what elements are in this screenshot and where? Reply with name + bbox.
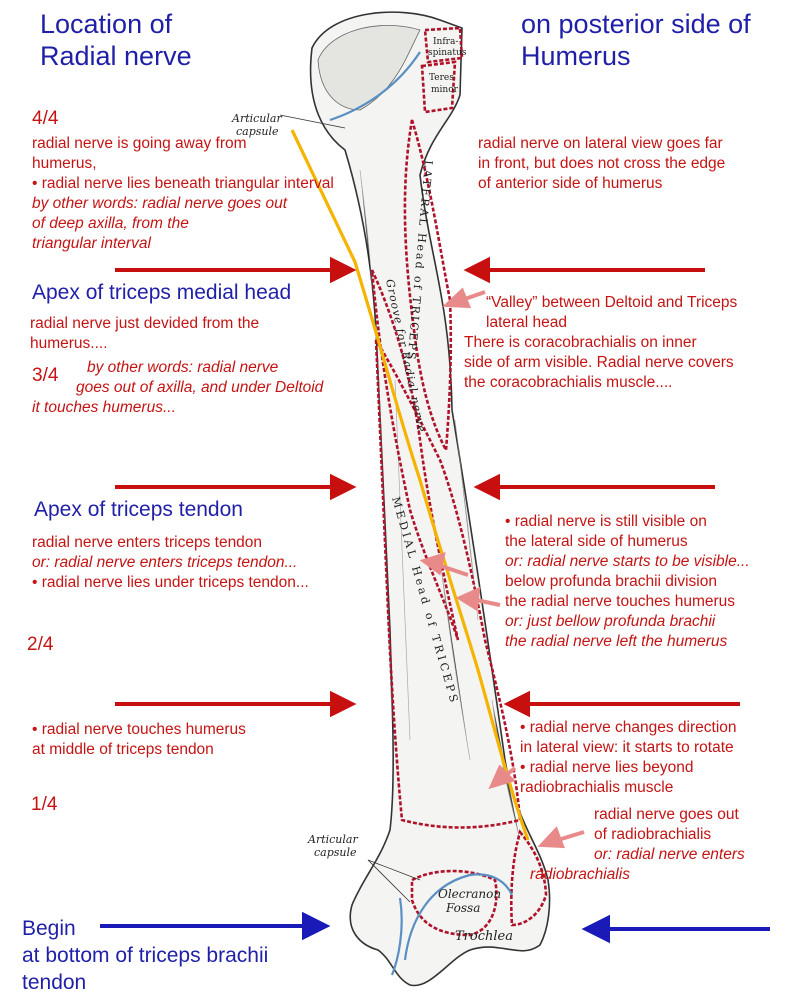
quarter-4: 4/4 (32, 108, 58, 130)
svg-text:capsule: capsule (314, 846, 357, 859)
title-right-line-1: on posterior side of (521, 8, 751, 40)
note-right-top: radial nerve on lateral view goes far in… (478, 134, 725, 194)
title-right: on posterior side of Humerus (521, 8, 751, 72)
olecranon-fossa-label: Olecranon (438, 887, 501, 901)
arrow-right-level-2 (478, 477, 715, 497)
note-left-low: • radial nerve touches humerus at middle… (32, 720, 246, 760)
svg-text:Fossa: Fossa (445, 901, 480, 915)
articular-capsule-top-label: Articular (231, 112, 282, 125)
blue-arrow-right (586, 918, 770, 940)
arrow-left-level-1 (115, 694, 352, 714)
teres-minor-label: Teres (429, 73, 454, 83)
note-left-mid-a: radial nerve just devided from the humer… (30, 314, 259, 354)
title-left-line-1: Location of (40, 8, 192, 40)
heading-begin: Begin at bottom of triceps brachii tendo… (22, 915, 268, 996)
note-left-top: radial nerve is going away from humerus,… (32, 134, 334, 254)
note-left-mid-b: by other words: radial nerve goes out of… (32, 358, 323, 418)
heading-medial-apex: Apex of triceps medial head (32, 281, 291, 305)
arrow-right-level-1 (508, 694, 740, 714)
note-left-tendon: radial nerve enters triceps tendon or: r… (32, 533, 309, 593)
note-right-low: • radial nerve changes direction in late… (520, 718, 737, 798)
note-right-mid: “Valley” between Deltoid and Triceps lat… (464, 293, 737, 393)
articular-capsule-bottom-label: Articular (307, 833, 358, 846)
note-right-tendon: • radial nerve is still visible on the l… (505, 512, 750, 652)
trochlea-label: Trochlea (455, 929, 513, 944)
title-left: Location of Radial nerve (40, 8, 192, 72)
title-left-line-2: Radial nerve (40, 40, 192, 72)
note-right-bottom: radial nerve goes out of radiobrachialis… (594, 805, 745, 885)
arrow-left-level-3 (115, 260, 352, 280)
heading-tendon-apex: Apex of triceps tendon (34, 498, 243, 522)
svg-text:minor: minor (431, 85, 459, 95)
svg-text:spinatus: spinatus (428, 48, 467, 58)
infraspinatus-label: Infra- (433, 37, 458, 47)
quarter-2: 2/4 (27, 634, 53, 656)
pink-arrow-goes-out (542, 830, 584, 846)
quarter-1: 1/4 (31, 794, 57, 816)
arrow-left-level-2 (115, 477, 352, 497)
arrow-right-level-3 (468, 260, 705, 280)
title-right-line-2: Humerus (521, 40, 751, 72)
